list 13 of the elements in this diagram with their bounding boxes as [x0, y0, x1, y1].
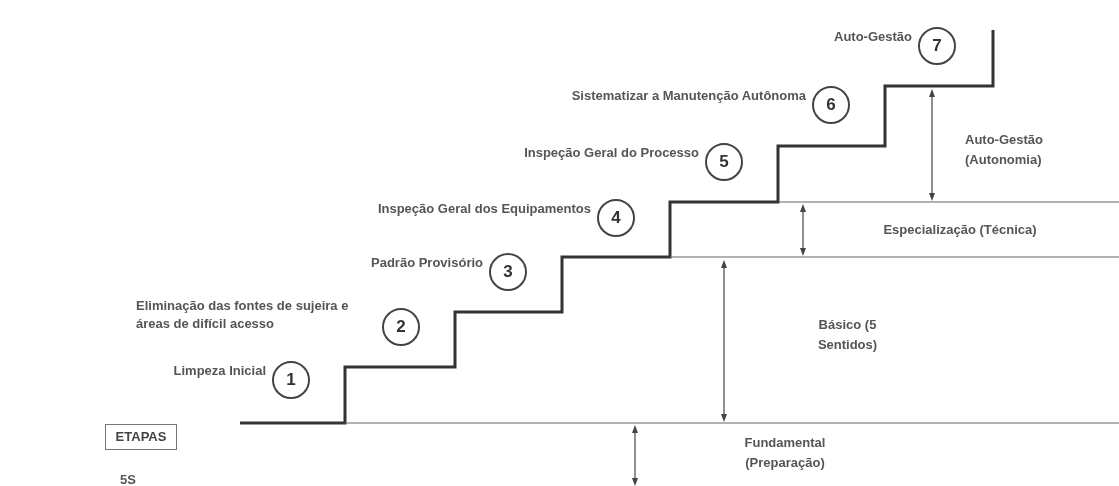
- stage-box: ETAPAS: [105, 424, 177, 450]
- level-label: Fundamental (Preparação): [743, 434, 827, 472]
- level-label: Auto-Gestão (Autonomia): [965, 131, 1044, 169]
- step-label: Padrão Provisório: [370, 254, 483, 272]
- level-label: Básico (5 Sentidos): [816, 316, 879, 354]
- step-label: Inspeção Geral dos Equipamentos: [376, 200, 591, 218]
- step-label: Auto-Gestão: [833, 28, 912, 46]
- scale-label: 5S: [120, 471, 137, 486]
- step-label: Sistematizar a Manutenção Autônoma: [570, 87, 806, 105]
- step-label: Inspeção Geral do Processo: [523, 144, 699, 162]
- step-label: Eliminação das fontes de sujeira e áreas de difícil acesso: [135, 297, 350, 333]
- level-label: Especialização (Técnica): [882, 221, 1038, 239]
- step-label: Limpeza Inicial: [172, 362, 266, 380]
